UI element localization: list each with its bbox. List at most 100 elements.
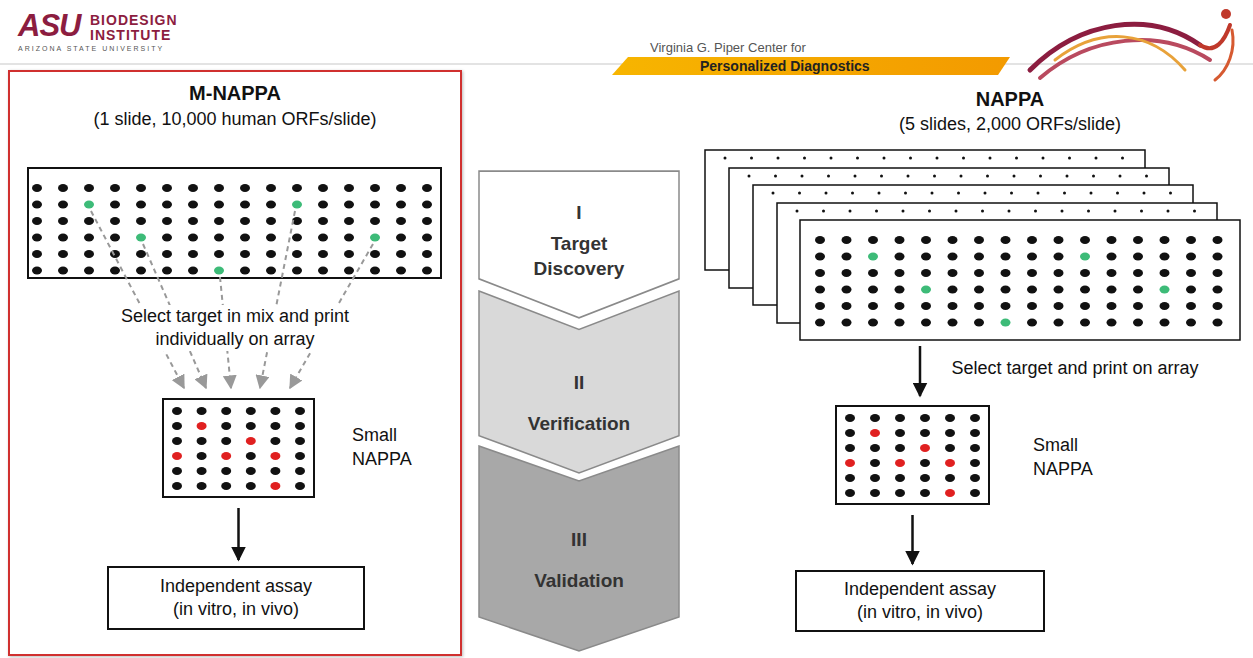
array-spot [136,250,146,258]
slide-spot [909,157,912,160]
array-spot [1160,302,1170,310]
slide-spot [981,210,984,213]
array-spot [396,267,406,275]
slide-spot [772,192,775,195]
array-label: Small NAPPA [352,423,432,471]
array-spot [1027,319,1037,327]
array-spot [842,253,852,261]
stage-number: I [514,200,644,225]
array-spot [240,250,250,258]
array-spot [1027,253,1037,261]
chevron-text: ITarget Discovery [478,170,680,281]
array-spot [1160,253,1170,261]
array-spot [136,184,146,192]
array-spot [970,429,980,437]
array-spot [266,267,276,275]
center-name: Personalized Diagnostics [700,58,870,74]
array-spot [58,267,68,275]
array-spot [970,489,980,497]
slide-spot [989,157,992,160]
array-spot [1133,302,1143,310]
array-spot [948,269,958,277]
target-spot [84,201,94,209]
array-spot [295,452,305,460]
array-spot [895,319,905,327]
slide-spot [931,192,934,195]
slide-spot [1087,210,1090,213]
array-spot [1160,269,1170,277]
array-spot [1186,236,1196,244]
slide-spot [1068,157,1071,160]
array-spot [1080,269,1090,277]
slide-spot [1015,157,1018,160]
logo-text: INSTITUTE [90,27,171,43]
slide-spot [827,175,830,178]
assay-box: Independent assay (in vitro, in vivo) [107,566,365,630]
array-spot [895,286,905,294]
array-spot [1160,236,1170,244]
slide-spot [957,192,960,195]
hit-spot [246,437,256,445]
array-spot [214,250,224,258]
hit-spot [870,429,880,437]
slide-spot [1167,210,1170,213]
chevron-outline [479,291,679,473]
array-spot [1186,286,1196,294]
slide-spot [1140,210,1143,213]
array-spot [318,184,328,192]
assay-box: Independent assay (in vitro, in vivo) [795,570,1045,632]
array-spot [32,250,42,258]
array-spot [920,414,930,422]
slide-spot [854,175,857,178]
target-spot [136,234,146,242]
array-spot [32,217,42,225]
array-spot [240,267,250,275]
array-spot [1054,236,1064,244]
array-spot [246,422,256,430]
array-spot [292,234,302,242]
array-spot [1027,269,1037,277]
array-spot [162,217,172,225]
array-spot [974,286,984,294]
array-spot [266,184,276,192]
array-spot [945,414,955,422]
assay-text: Independent assay (in vitro, in vivo) [149,575,323,621]
panel-header: M-NAPPA(1 slide, 10,000 human ORFs/slide… [10,72,460,130]
array-spot [110,184,120,192]
array-spot [344,217,354,225]
array-spot [221,422,231,430]
slide-spot [822,210,825,213]
slide-spot [830,157,833,160]
small-array: Small NAPPA [835,405,1115,505]
array-spot [868,319,878,327]
array-spot [136,217,146,225]
slide-spot [962,157,965,160]
array-spot [1186,269,1196,277]
array-spot [172,407,182,415]
array-spot [266,250,276,258]
slide-spot [803,157,806,160]
slide-spot [856,157,859,160]
array-spot [842,319,852,327]
stage-name: Validation [514,568,644,593]
array-spot [1027,236,1037,244]
slide-spot [801,175,804,178]
array-spot [945,474,955,482]
array-spot [1213,236,1223,244]
array-spot [974,269,984,277]
array-spot [344,267,354,275]
array-spot [945,444,955,452]
stage-chevron: IIVerification [478,290,680,474]
target-spot [292,201,302,209]
array-spot [162,201,172,209]
array-spot [422,201,432,209]
array-spot [842,286,852,294]
slide-spot [777,157,780,160]
slide-spot [724,157,727,160]
array-spot [162,267,172,275]
array-spot [370,267,380,275]
array-spot [895,302,905,310]
array-spot [1133,236,1143,244]
array-spot [1107,286,1117,294]
array-spot [110,217,120,225]
